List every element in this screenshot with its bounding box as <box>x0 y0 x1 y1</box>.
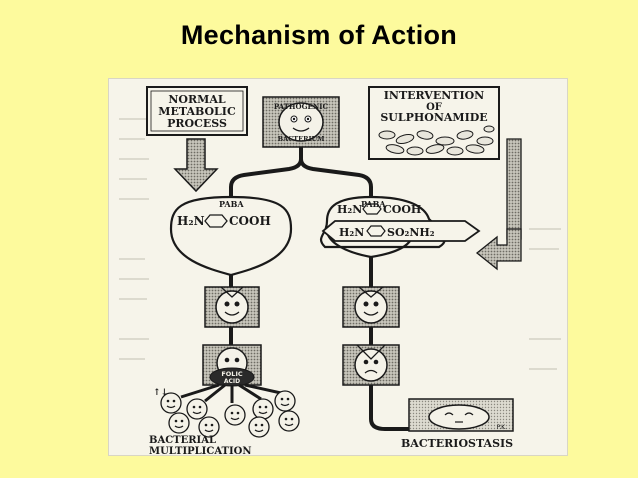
pathogenic-bacterium-box: PATHOGENIC BACTERIUM <box>262 96 340 148</box>
right-bacterium-stage-2 <box>342 344 400 386</box>
artist-mark: P.K. <box>497 424 508 431</box>
normal-process-arrow <box>173 138 219 193</box>
bacteriostasis-box: P.K. <box>369 398 514 432</box>
folic-acid-line-2: ACID <box>224 378 240 385</box>
slide-title: Mechanism of Action <box>180 20 458 50</box>
formula-right-bottom-suffix: SO₂NH₂ <box>387 226 435 239</box>
background-text-lines <box>119 118 561 370</box>
outcome-left-line-2: MULTIPLICATION <box>149 446 252 456</box>
bacterial-multiplication-cluster: ↑↓ <box>153 383 300 438</box>
sulphonamide-arrow <box>475 138 522 271</box>
intervention-line-2: OF <box>426 102 442 113</box>
flow-connectors <box>229 257 373 419</box>
normal-line-2: METABOLIC <box>158 105 236 118</box>
formula-left-prefix: H₂N <box>177 214 205 228</box>
normal-metabolic-process-box: NORMAL METABOLIC PROCESS <box>146 86 248 136</box>
formula-right-bottom-prefix: H₂N <box>339 226 364 239</box>
formula-right-top-suffix: COOH <box>383 203 421 216</box>
sulphonamide-intervention-box: INTERVENTION OF SULPHONAMIDE <box>368 86 500 160</box>
intervention-line-3: SULPHONAMIDE <box>380 111 487 124</box>
normal-line-3: PROCESS <box>167 117 227 130</box>
formula-left-suffix: COOH <box>229 214 271 228</box>
pathogenic-label: PATHOGENIC <box>274 102 329 111</box>
right-bacterium-stage-1 <box>342 286 400 328</box>
bacterium-label: BACTERIUM <box>278 135 325 143</box>
folic-acid-line-1: FOLIC <box>221 370 243 378</box>
paba-left-label: PABA <box>219 199 244 209</box>
left-bacterium-stage-1 <box>204 286 260 328</box>
left-paba-bubble: PABA H₂N COOH <box>169 195 293 277</box>
svg-text:↑↓: ↑↓ <box>153 388 168 398</box>
branch-lines <box>229 147 373 197</box>
formula-right-top-prefix: H₂N <box>337 203 362 216</box>
normal-line-1: NORMAL <box>168 93 225 106</box>
right-paba-bubble: PABA H₂N COOH H₂N SO₂NH₂ <box>319 195 481 259</box>
intervention-line-1: INTERVENTION <box>384 89 484 102</box>
mechanism-diagram: NORMAL METABOLIC PROCESS PATHOGENIC BACT… <box>108 78 568 456</box>
outcome-left-line-1: BACTERIAL <box>149 435 216 446</box>
tablet-pills <box>378 125 495 156</box>
left-bacterium-folic-acid: FOLIC ACID <box>202 344 262 387</box>
outcome-right: BACTERIOSTASIS <box>401 437 513 450</box>
